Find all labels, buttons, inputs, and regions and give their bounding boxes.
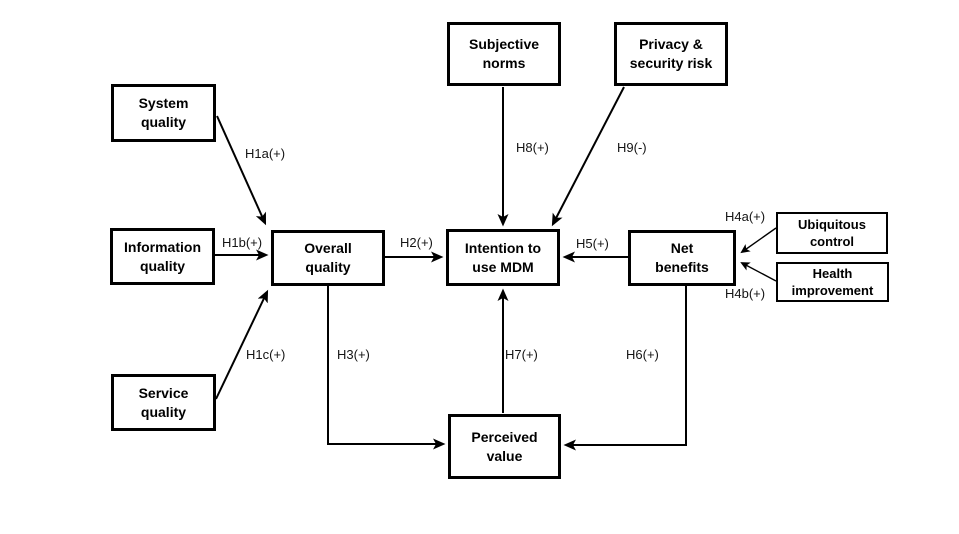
edge-label-h1c: H1c(+) — [246, 347, 286, 362]
node-health-improvement: Health improvement — [776, 262, 889, 302]
edge-label-h4a: H4a(+) — [725, 209, 766, 224]
edge-h9-arrow — [551, 86, 625, 227]
node-privacy-security-risk: Privacy & security risk — [614, 22, 728, 86]
edge-label-h9: H9(-) — [617, 140, 647, 155]
edge-h4b-arrow — [740, 262, 777, 282]
edge-label-h3: H3(+) — [337, 347, 370, 362]
node-information-quality: Information quality — [110, 228, 215, 285]
edge-label-h1b: H1b(+) — [222, 235, 263, 250]
edge-label-h6: H6(+) — [626, 347, 659, 362]
node-net-benefits: Net benefits — [628, 230, 736, 286]
edge-h1c-arrow — [215, 289, 269, 400]
edge-h4a-arrow — [740, 227, 777, 254]
node-overall-quality: Overall quality — [271, 230, 385, 286]
edge-label-h8: H8(+) — [516, 140, 549, 155]
edge-h1a-arrow — [216, 115, 267, 226]
edge-h3-arrow — [327, 286, 446, 450]
edge-h6-arrow — [563, 286, 687, 451]
node-system-quality: System quality — [111, 84, 216, 142]
node-subjective-norms: Subjective norms — [447, 22, 561, 86]
node-intention-to-use-mdm: Intention to use MDM — [446, 229, 560, 286]
node-perceived-value: Perceived value — [448, 414, 561, 479]
edge-label-h4b: H4b(+) — [725, 286, 766, 301]
edge-label-h2: H2(+) — [400, 235, 433, 250]
edge-label-h7: H7(+) — [505, 347, 538, 362]
edge-label-h1a: H1a(+) — [245, 146, 286, 161]
node-ubiquitous-control: Ubiquitous control — [776, 212, 888, 254]
edge-label-h5: H5(+) — [576, 236, 609, 251]
node-service-quality: Service quality — [111, 374, 216, 431]
